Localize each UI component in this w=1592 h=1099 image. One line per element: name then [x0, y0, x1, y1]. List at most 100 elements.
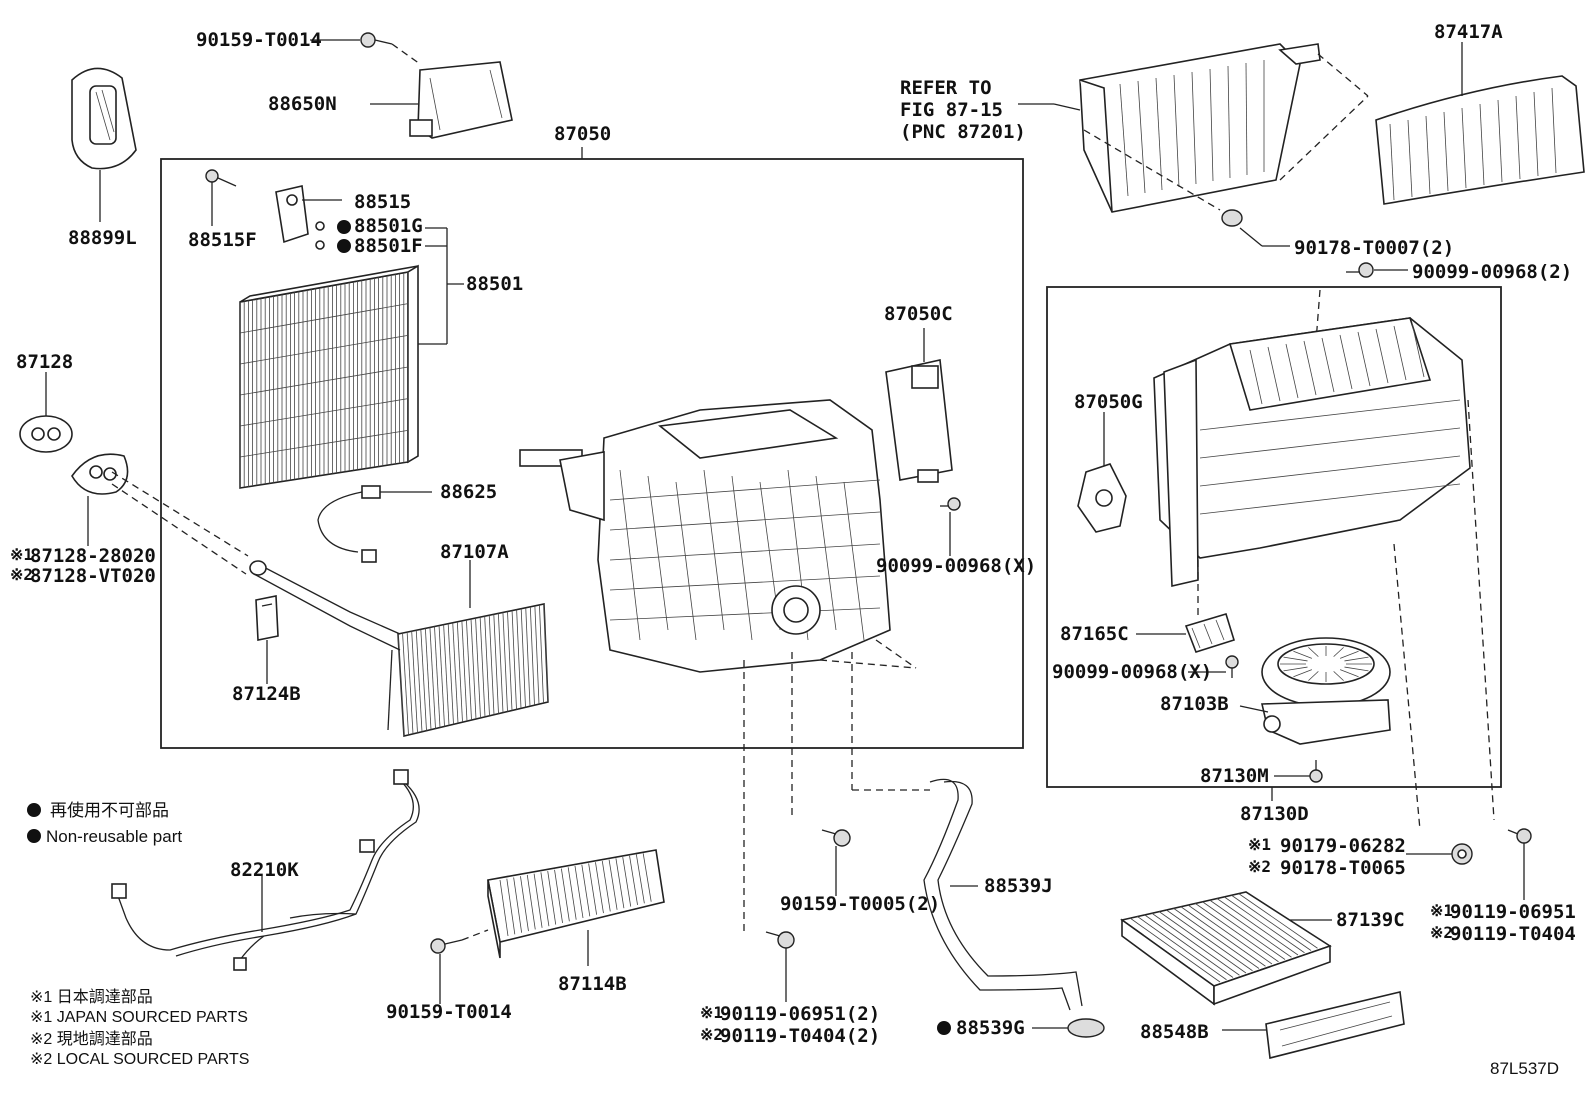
- part-label-90159-T0014-top[interactable]: 90159-T0014: [196, 29, 322, 51]
- part-label-82210K[interactable]: 82210K: [230, 859, 299, 881]
- part-label-87130M[interactable]: 87130M: [1200, 765, 1269, 787]
- part-label-88899L[interactable]: 88899L: [68, 227, 137, 249]
- bolt-icon: [205, 169, 237, 187]
- mark-1: ※1: [1248, 835, 1271, 854]
- heater-core-part-icon: [249, 560, 549, 737]
- clip-icon: [1221, 209, 1243, 227]
- mark-2: ※2: [700, 1025, 723, 1044]
- part-label-87107A[interactable]: 87107A: [440, 541, 509, 563]
- part-label-87128-VT020[interactable]: 87128-VT020: [30, 565, 156, 587]
- part-label-87124B[interactable]: 87124B: [232, 683, 301, 705]
- part-label-87050G[interactable]: 87050G: [1074, 391, 1143, 413]
- note-japan-sourced-en: ※1 JAPAN SOURCED PARTS: [30, 1009, 248, 1026]
- part-label-90119-T0404-right[interactable]: 90119-T0404: [1450, 923, 1576, 945]
- air-duct-part-icon: [1079, 43, 1321, 213]
- part-label-90119-T0404-center[interactable]: 90119-T0404(2): [720, 1025, 880, 1047]
- figure-id: 87L537D: [1490, 1059, 1559, 1078]
- note-japan-sourced-jp: ※1 日本調達部品: [30, 988, 153, 1006]
- part-label-87050[interactable]: 87050: [554, 123, 611, 145]
- part-label-87103B[interactable]: 87103B: [1160, 693, 1229, 715]
- part-label-87165C[interactable]: 87165C: [1060, 623, 1129, 645]
- part-label-90179-06282[interactable]: 90179-06282: [1280, 835, 1406, 857]
- mark-1: ※1: [1430, 901, 1453, 920]
- part-label-87417A[interactable]: 87417A: [1434, 21, 1503, 43]
- part-label-88625[interactable]: 88625: [440, 481, 497, 503]
- screw-icon: [1507, 828, 1532, 844]
- part-label-88539G[interactable]: 88539G: [956, 1017, 1025, 1039]
- part-label-87128-28020[interactable]: 87128-28020: [30, 545, 156, 567]
- cover-panel-part-icon: [1375, 75, 1585, 205]
- non-reusable-bullet-icon: [27, 803, 41, 817]
- key-cover-part-icon: [71, 67, 137, 170]
- note-local-sourced-jp: ※2 現地調達部品: [30, 1030, 153, 1048]
- part-label-88501[interactable]: 88501: [466, 273, 523, 295]
- part-label-90178-T0065[interactable]: 90178-T0065: [1280, 857, 1406, 879]
- temperature-sensor-part-icon: [317, 485, 381, 563]
- part-label-90159-T0014-bottom[interactable]: 90159-T0014: [386, 1001, 512, 1023]
- screw-icon: [1346, 262, 1374, 278]
- mark-2: ※2: [1248, 857, 1271, 876]
- screw-icon: [940, 497, 961, 511]
- part-label-90178-T0007[interactable]: 90178-T0007(2): [1294, 237, 1454, 259]
- drain-grommet-part-icon: [1067, 1018, 1105, 1038]
- part-label-87130D[interactable]: 87130D: [1240, 803, 1309, 825]
- part-label-88539J[interactable]: 88539J: [984, 875, 1053, 897]
- mark-1: ※1: [10, 545, 33, 564]
- refer-line-1: REFER TO: [900, 77, 992, 99]
- non-reusable-bullet-icon: [937, 1021, 951, 1035]
- screw-icon: [821, 829, 851, 847]
- evaporator-part-icon: [239, 264, 419, 489]
- drain-hose-part-icon: [923, 778, 1083, 1011]
- part-label-90159-T0005[interactable]: 90159-T0005(2): [780, 893, 940, 915]
- blower-case-part-icon: [1153, 317, 1471, 587]
- part-label-88650N[interactable]: 88650N: [268, 93, 337, 115]
- part-label-87128[interactable]: 87128: [16, 351, 73, 373]
- part-label-90099-00968-2[interactable]: 90099-00968(2): [1412, 261, 1572, 283]
- mark-2: ※2: [1430, 923, 1453, 942]
- blower-motor-part-icon: [1261, 637, 1391, 745]
- mark-2: ※2: [10, 565, 33, 584]
- servo-motor-part-icon: [885, 359, 953, 483]
- note-local-sourced-en: ※2 LOCAL SOURCED PARTS: [30, 1051, 249, 1068]
- trim-panel-part-icon: [487, 849, 665, 959]
- part-label-90099-00968X-a[interactable]: 90099-00968(X): [876, 555, 1036, 577]
- part-label-90119-06951-center[interactable]: 90119-06951(2): [720, 1003, 880, 1025]
- legend-non-reusable-jp: 再使用不可部品: [50, 800, 169, 820]
- refer-line-2[interactable]: FIG 87-15: [900, 99, 1003, 121]
- refer-line-3: (PNC 87201): [900, 121, 1026, 143]
- non-reusable-bullet-icon: [337, 239, 351, 253]
- control-module-part-icon: [409, 61, 513, 139]
- part-label-88515[interactable]: 88515: [354, 191, 411, 213]
- wire-harness-part-icon: [111, 769, 420, 971]
- hvac-case-part-icon: [519, 399, 891, 673]
- cabin-air-filter-part-icon: [1120, 891, 1332, 1006]
- screw-icon: [1225, 655, 1239, 678]
- expansion-valve-part-icon: [275, 185, 309, 244]
- legend-non-reusable-en: Non-reusable part: [46, 827, 182, 846]
- part-label-90099-00968X-b[interactable]: 90099-00968(X): [1052, 661, 1212, 683]
- resistor-part-icon: [1184, 613, 1235, 653]
- screw-icon: [765, 931, 795, 949]
- screw-icon: [360, 32, 393, 48]
- grommet-seal-part-icon: [71, 453, 129, 495]
- screw-icon: [430, 938, 463, 954]
- part-label-88515F[interactable]: 88515F: [188, 229, 257, 251]
- part-label-90119-06951-right[interactable]: 90119-06951: [1450, 901, 1576, 923]
- mode-actuator-part-icon: [1077, 463, 1127, 533]
- non-reusable-bullet-icon: [27, 829, 41, 843]
- part-label-88501F[interactable]: 88501F: [354, 235, 423, 257]
- non-reusable-bullet-icon: [337, 220, 351, 234]
- part-label-88548B[interactable]: 88548B: [1140, 1021, 1209, 1043]
- filter-cover-part-icon: [1265, 991, 1405, 1059]
- grommet-part-icon: [19, 415, 73, 453]
- part-label-87114B[interactable]: 87114B: [558, 973, 627, 995]
- screw-icon: [1309, 760, 1323, 783]
- part-label-87050C[interactable]: 87050C: [884, 303, 953, 325]
- assembly-box-87050: [160, 158, 1024, 749]
- part-label-88501G[interactable]: 88501G: [354, 215, 423, 237]
- mark-1: ※1: [700, 1003, 723, 1022]
- bracket-part-icon: [255, 595, 279, 641]
- clip-icon: [1451, 843, 1473, 865]
- part-label-87139C[interactable]: 87139C: [1336, 909, 1405, 931]
